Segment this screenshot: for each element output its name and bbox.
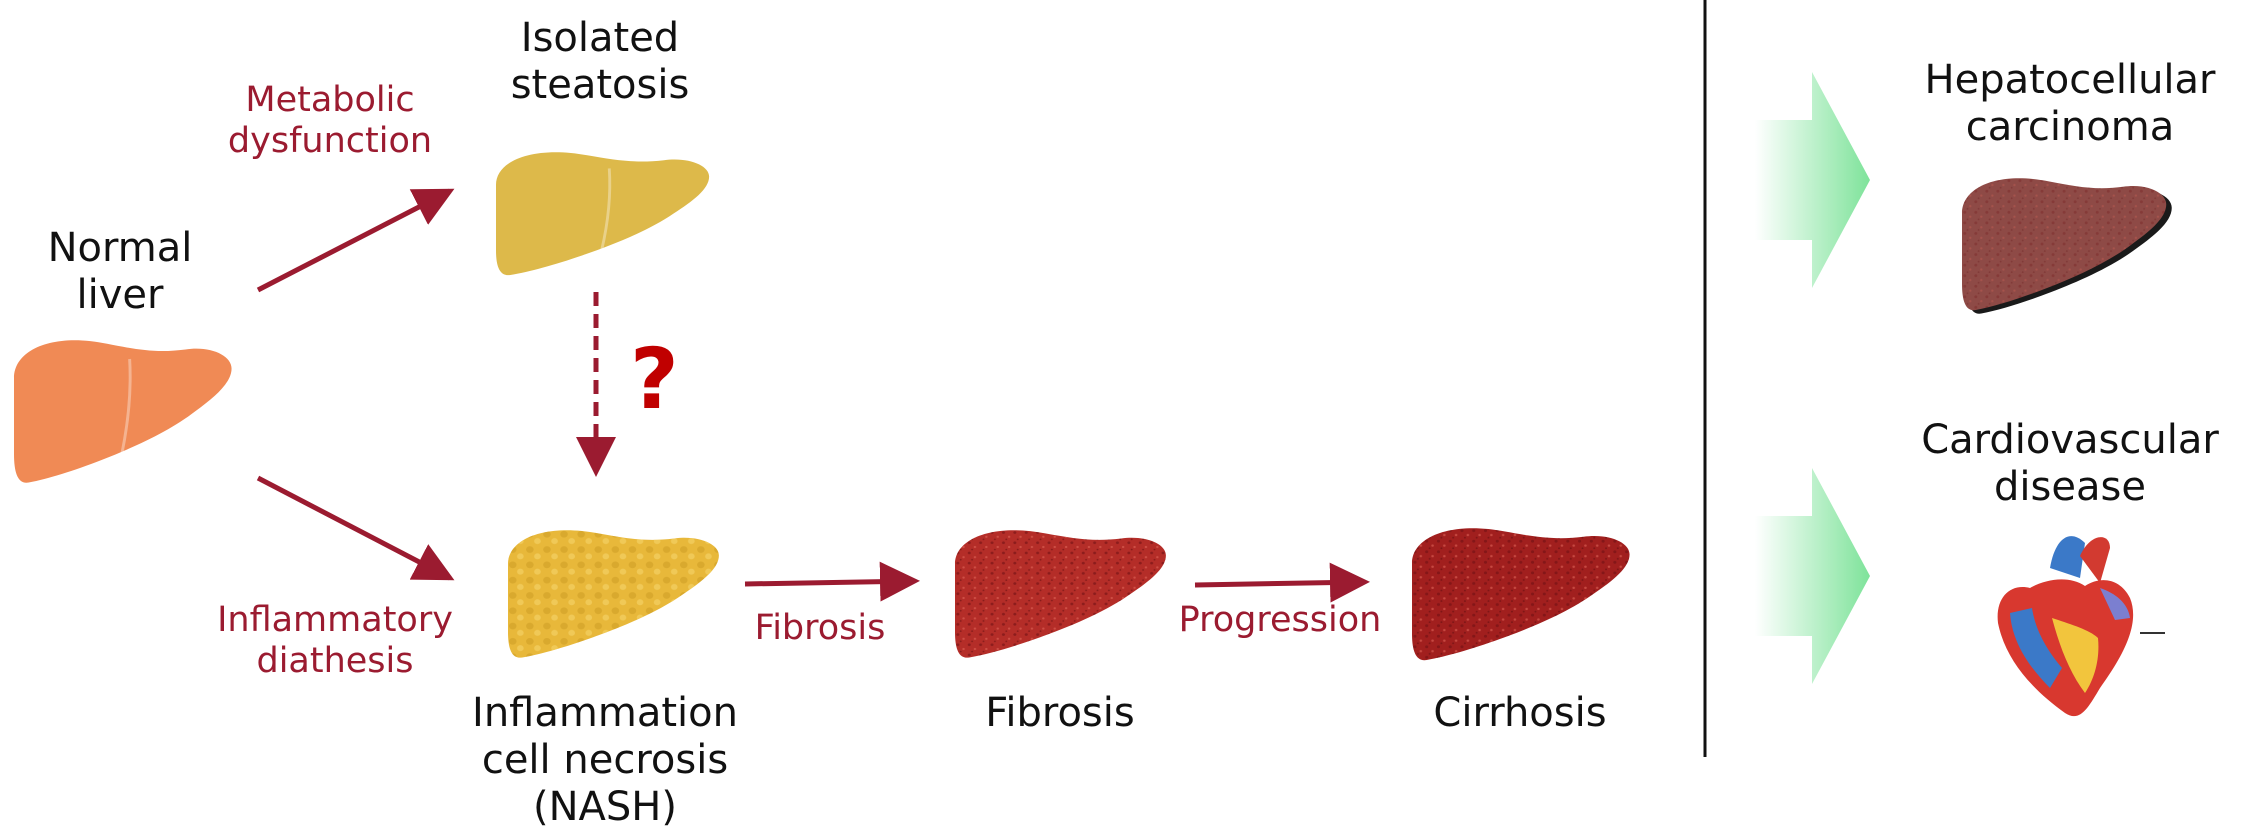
fibrosis-stage-label: Fibrosis — [940, 690, 1180, 737]
inflammatory-diathesis-label: Inflammatory diathesis — [200, 600, 470, 683]
outcome-arrow-cvd — [1755, 468, 1870, 684]
arrow-metabolic — [258, 191, 450, 290]
cirrhosis-label: Cirrhosis — [1390, 690, 1650, 737]
hcc-liver-image — [1962, 178, 2172, 313]
normal-liver-label-line1: Normal — [20, 225, 220, 272]
fibrosis-liver-image — [955, 530, 1166, 657]
fibrosis-edge-label-text: Fibrosis — [735, 608, 905, 649]
hcc-label-line1: Hepatocellular — [1895, 57, 2245, 104]
metabolic-dysfunction-label: Metabolic dysfunction — [205, 80, 455, 163]
steatosis-label-line2: steatosis — [460, 62, 740, 109]
steatosis-label: Isolated steatosis — [460, 15, 740, 109]
hcc-label: Hepatocellular carcinoma — [1895, 57, 2245, 151]
cvd-label-line1: Cardiovascular — [1895, 417, 2245, 464]
progression-edge-label: Progression — [1160, 600, 1400, 641]
steatosis-label-line1: Isolated — [460, 15, 740, 62]
fibrosis-stage-label-text: Fibrosis — [940, 690, 1180, 737]
cirrhosis-liver-image — [1412, 528, 1630, 660]
arrow-progression — [1195, 582, 1365, 585]
arrow-inflammatory — [258, 478, 450, 578]
metabolic-line2: dysfunction — [205, 121, 455, 162]
steatosis-liver-image — [496, 152, 709, 275]
arrow-fibrosis — [745, 581, 915, 584]
hcc-label-line2: carcinoma — [1895, 104, 2245, 151]
normal-liver-image — [14, 340, 232, 482]
progression-edge-label-text: Progression — [1160, 600, 1400, 641]
cvd-label: Cardiovascular disease — [1895, 417, 2245, 511]
nash-label-line1: Inflammation — [440, 690, 770, 737]
normal-liver-label-line2: liver — [20, 272, 220, 319]
nash-liver-image — [508, 530, 719, 657]
cirrhosis-label-text: Cirrhosis — [1390, 690, 1650, 737]
nash-label: Inflammation cell necrosis (NASH) — [440, 690, 770, 832]
inflammatory-line2: diathesis — [200, 641, 470, 682]
nash-label-line2: cell necrosis — [440, 737, 770, 784]
metabolic-line1: Metabolic — [205, 80, 455, 121]
nash-label-line3: (NASH) — [440, 784, 770, 831]
cvd-label-line2: disease — [1895, 464, 2245, 511]
heart-image — [1998, 536, 2165, 716]
uncertain-transition-question-mark: ? — [630, 330, 679, 428]
normal-liver-label: Normal liver — [20, 225, 220, 319]
inflammatory-line1: Inflammatory — [200, 600, 470, 641]
outcome-arrow-hcc — [1755, 72, 1870, 288]
fibrosis-edge-label: Fibrosis — [735, 608, 905, 649]
